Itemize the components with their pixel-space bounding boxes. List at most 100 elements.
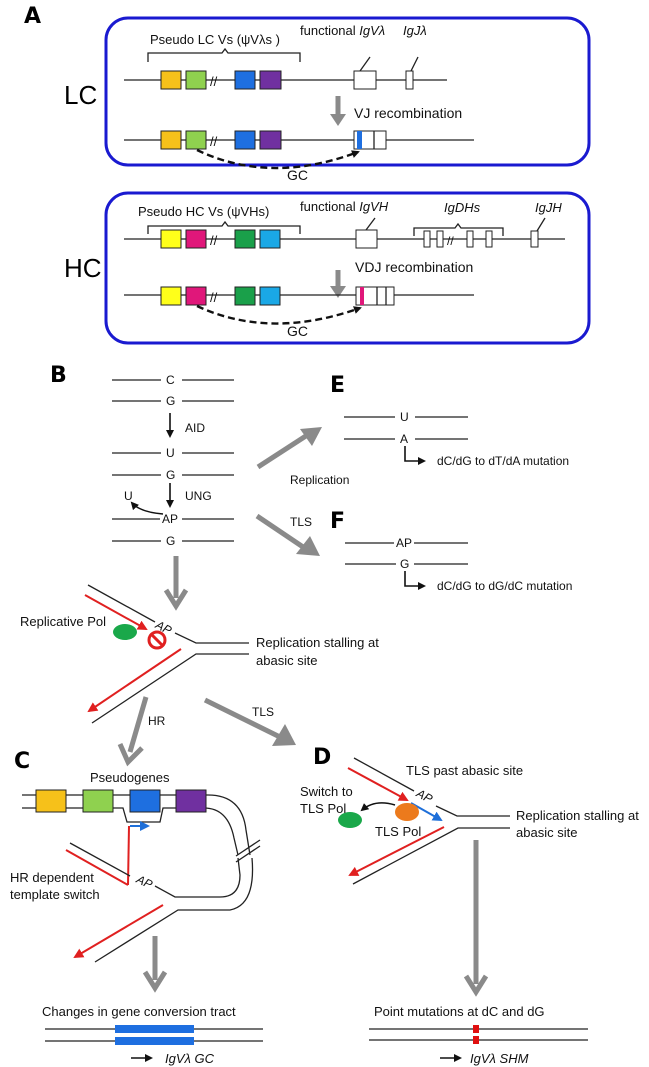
arrow-hr bbox=[127, 696, 149, 753]
arrow-tls-head bbox=[272, 724, 296, 746]
lc-pseudo-v-1 bbox=[160, 70, 182, 90]
c-pseudogene-3 bbox=[129, 789, 161, 813]
d-mutation-bottom bbox=[473, 1036, 479, 1044]
c-donor-top bbox=[22, 794, 251, 856]
d-fork-top-a bbox=[353, 757, 415, 792]
d-stalling-line1: Replication stalling at bbox=[516, 808, 639, 823]
c-break-mark-1 bbox=[235, 839, 261, 857]
d-ap-label: AP bbox=[413, 786, 435, 806]
hc-rearr-v-4 bbox=[259, 286, 281, 306]
hc-gc-label: GC bbox=[287, 323, 308, 339]
d-tls-blue bbox=[410, 802, 443, 821]
hc-rearr-v-2 bbox=[185, 286, 207, 306]
hc-j-label: IgJH bbox=[535, 200, 562, 215]
panel-label-d: D bbox=[313, 745, 331, 770]
hc-d-bracket bbox=[413, 222, 504, 236]
c-switch-red-vertical bbox=[127, 825, 130, 886]
c-pseudogene-1 bbox=[35, 789, 67, 813]
lc-j-segment bbox=[405, 70, 414, 90]
lc-break-mark: // bbox=[210, 74, 218, 89]
hc-d-segment-3 bbox=[466, 230, 474, 248]
hc-j-pointer bbox=[536, 217, 546, 232]
hc-d-label: IgDHs bbox=[444, 200, 481, 215]
hc-functional-pointer bbox=[365, 217, 376, 231]
lc-functional-v bbox=[353, 70, 377, 90]
lc-gc-insert bbox=[357, 131, 362, 149]
hc-germline-locus: Pseudo HC Vs (ψVHs) // functional IgVH I… bbox=[124, 199, 565, 249]
lc-functional-pointer bbox=[359, 56, 371, 72]
stop-icon bbox=[147, 630, 167, 650]
panel-c-template-switch: AP HR dependent template switch bbox=[10, 789, 261, 963]
b-base-ap: AP bbox=[162, 512, 178, 526]
c-break-mark-2 bbox=[235, 845, 261, 863]
fork-top-strand-a bbox=[87, 584, 156, 623]
c-result-label: Changes in gene conversion tract bbox=[42, 1004, 236, 1019]
hc-j-segment bbox=[530, 230, 539, 248]
c-fork-bottom bbox=[94, 857, 254, 963]
arrow-c-result-head bbox=[142, 970, 168, 993]
panel-e-pair: U A dC/dG to dT/dA mutation bbox=[344, 410, 569, 468]
arrow-tls bbox=[203, 697, 288, 743]
hc-pseudo-v-1 bbox=[160, 229, 182, 249]
hc-pseudo-bracket bbox=[147, 220, 301, 234]
d-replicative-pol-icon bbox=[338, 812, 362, 828]
hc-functional-v bbox=[355, 229, 378, 249]
panel-label-e: E bbox=[330, 373, 345, 398]
hc-gc-arrow bbox=[196, 304, 362, 325]
aid-label: AID bbox=[185, 421, 205, 435]
arrow-to-e-head bbox=[300, 427, 322, 446]
lc-rearr-v-2 bbox=[185, 130, 207, 150]
lagging-strand-red bbox=[87, 648, 182, 713]
c-fork-top-b bbox=[154, 857, 241, 898]
lc-recombination-arrowhead bbox=[330, 114, 346, 126]
b-base-g2: G bbox=[166, 468, 175, 482]
lc-pseudo-label: Pseudo LC Vs (ψVλs ) bbox=[150, 32, 280, 47]
uracil-excision-arrow bbox=[130, 501, 164, 515]
c-fork-top-a bbox=[69, 842, 131, 877]
replicative-pol-label: Replicative Pol bbox=[20, 614, 106, 629]
panel-label-b: B bbox=[50, 363, 67, 388]
stalling-label-line1: Replication stalling at bbox=[256, 635, 379, 650]
hc-recombination-arrowhead bbox=[330, 286, 346, 298]
hc-vdj-exon bbox=[355, 286, 395, 306]
d-leading-red bbox=[347, 767, 409, 801]
template-switch-line2: template switch bbox=[10, 887, 100, 902]
e-base-a: A bbox=[400, 432, 408, 446]
lc-rearr-v-4 bbox=[259, 130, 282, 150]
hc-recombination-label: VDJ recombination bbox=[355, 259, 473, 275]
lc-functional-label: functional IgVλ bbox=[300, 23, 385, 38]
hc-break-mark: // bbox=[210, 233, 218, 248]
f-outcome: dC/dG to dG/dC mutation bbox=[437, 579, 572, 593]
ung-label: UNG bbox=[185, 489, 212, 503]
tls-label: TLS bbox=[252, 705, 274, 719]
lc-j-pointer bbox=[410, 56, 419, 72]
hc-pseudo-label: Pseudo HC Vs (ψVHs) bbox=[138, 204, 269, 219]
e-base-u: U bbox=[400, 410, 409, 424]
b-base-c: C bbox=[166, 373, 175, 387]
template-switch-line1: HR dependent bbox=[10, 870, 94, 885]
arrow-d-result-head bbox=[463, 974, 489, 997]
arrow-to-fork-head bbox=[163, 588, 189, 611]
lc-pseudo-bracket bbox=[147, 47, 301, 62]
arrow-hr-head bbox=[117, 742, 144, 767]
lc-rearr-v-1 bbox=[160, 130, 182, 150]
lc-pseudo-v-4 bbox=[259, 70, 282, 90]
panel-label-c: C bbox=[14, 749, 30, 774]
lc-recombination-label: VJ recombination bbox=[354, 105, 462, 121]
d-lagging-red bbox=[348, 826, 445, 876]
leading-strand-red bbox=[84, 594, 148, 630]
replicative-pol-icon bbox=[113, 624, 137, 640]
panel-d-tls-fork: AP Switch to TLS Pol TLS Pol Replication… bbox=[300, 757, 639, 885]
c-pseudogene-4 bbox=[175, 789, 207, 813]
b-base-u: U bbox=[166, 446, 175, 460]
e-outcome-arrow bbox=[404, 446, 426, 465]
d-point-mutations bbox=[369, 1025, 588, 1044]
lc-rearranged-locus: // GC bbox=[124, 130, 474, 183]
hc-frame bbox=[104, 191, 591, 345]
c-footer: IgVλ GC bbox=[165, 1051, 215, 1066]
c-donor-bottom bbox=[22, 807, 239, 856]
to-f-label: TLS bbox=[290, 515, 312, 529]
fork-top-strand-b bbox=[174, 632, 249, 644]
hc-rearr-v-3 bbox=[234, 286, 256, 306]
arrow-to-f bbox=[255, 513, 308, 552]
